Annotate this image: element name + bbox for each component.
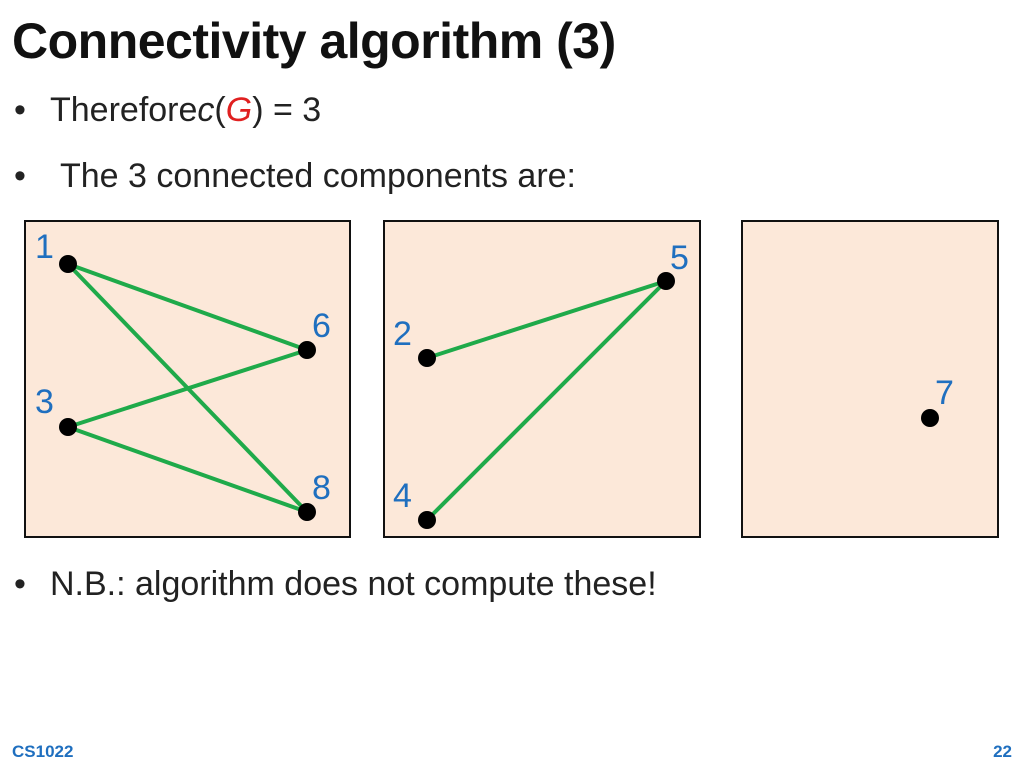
bullet-text: N.B.: algorithm does not compute these! [50, 565, 657, 603]
node-label-3: 3 [35, 383, 54, 421]
bullet-nb-note: • N.B.: algorithm does not compute these… [14, 564, 657, 605]
node-label-8: 8 [312, 469, 331, 507]
node-label-7: 7 [935, 374, 954, 412]
node-1 [59, 255, 77, 273]
page-number: 22 [993, 742, 1012, 761]
bullet-components-intro: • The 3 connected components are: [14, 156, 576, 197]
bullet-text-prefix: Therefore [50, 91, 198, 129]
node-2 [418, 349, 436, 367]
bullet-glyph: • [14, 565, 26, 603]
edge-4-5 [425, 279, 668, 522]
math-G: G [225, 91, 253, 129]
math-open-paren: ( [214, 91, 226, 129]
edge-2-5 [426, 279, 667, 360]
node-8 [298, 503, 316, 521]
node-6 [298, 341, 316, 359]
node-3 [59, 418, 77, 436]
node-label-5: 5 [670, 239, 689, 277]
node-5 [657, 272, 675, 290]
node-label-6: 6 [312, 307, 331, 345]
component-panel-2 [383, 220, 701, 538]
node-label-2: 2 [393, 315, 412, 353]
math-c: c [197, 91, 215, 129]
bullet-glyph: • [14, 91, 26, 129]
bullet-text: The 3 connected components are: [60, 157, 576, 195]
edge-3-6 [67, 348, 308, 429]
node-label-4: 4 [393, 477, 412, 515]
bullet-conclusion: • Therefore c ( G ) = 3 [14, 90, 321, 131]
edge-3-8 [67, 425, 308, 514]
node-7 [921, 409, 939, 427]
node-4 [418, 511, 436, 529]
course-code: CS1022 [12, 742, 74, 761]
math-equals-three: = 3 [263, 91, 322, 129]
edge-1-6 [67, 262, 308, 352]
component-panel-1 [24, 220, 351, 538]
math-close-paren: ) [252, 91, 264, 129]
node-label-1: 1 [35, 228, 54, 266]
component-panel-3 [741, 220, 999, 538]
bullet-glyph: • [14, 157, 26, 195]
slide-title: Connectivity algorithm (3) [12, 13, 616, 69]
